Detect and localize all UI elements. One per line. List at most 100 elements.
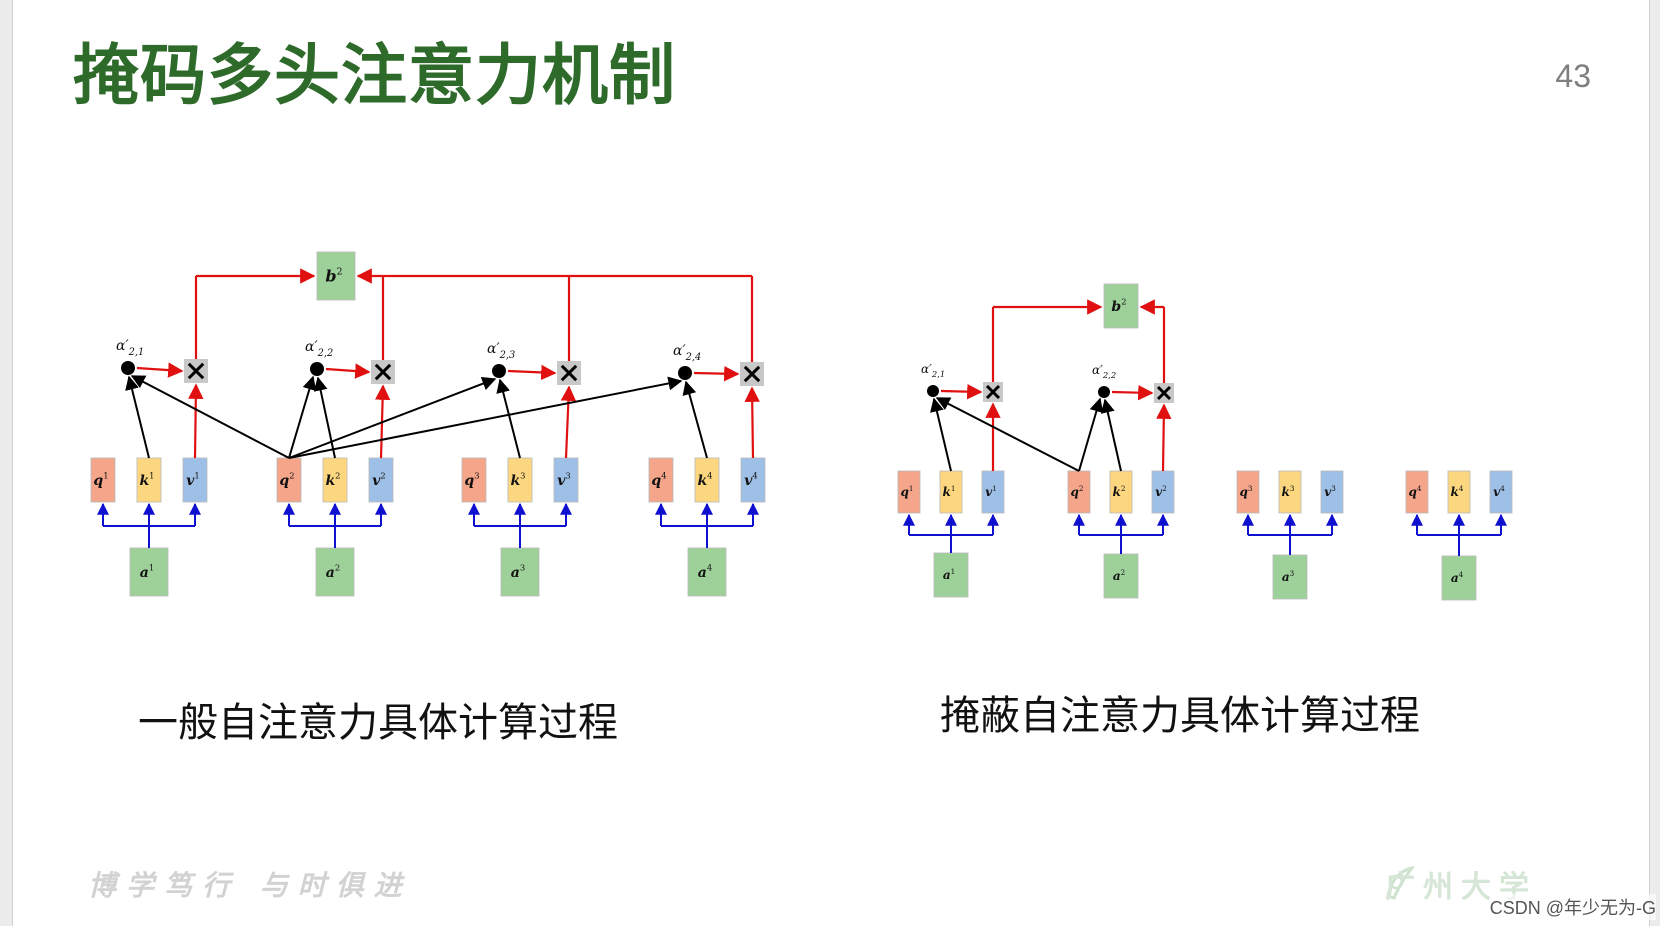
group-1-k-to-alpha	[125, 375, 150, 459]
group-3-v-box: v3	[1320, 470, 1344, 514]
group-1-v-box-rect	[182, 457, 208, 503]
group-3-v-box-label: v3	[1324, 484, 1336, 499]
group-2-q2-to-alpha	[1078, 397, 1104, 472]
group-2-q-box: q2	[1067, 470, 1091, 514]
group-2-v-box-label: v2	[372, 471, 385, 489]
group-3-multiply-box-stroke-b	[560, 364, 578, 382]
group-2-q-box: q2	[276, 457, 302, 503]
group-2-a-box-label: a2	[326, 563, 340, 581]
group-1-q-box-label: q1	[93, 471, 108, 489]
group-2-alpha-to-mult	[1111, 384, 1154, 401]
group-1-q-box: q1	[90, 457, 116, 503]
output-b-box-rect	[1103, 283, 1139, 329]
group-1-q-box: q1	[897, 470, 921, 514]
group-3-k-box-rect	[1278, 470, 1302, 514]
group-1-k-box-label: k1	[139, 471, 154, 489]
group-3-a-box: a3	[1272, 554, 1308, 600]
group-3-a-box-rect	[500, 547, 540, 597]
group-1-alpha-to-mult	[136, 362, 184, 378]
group-2-k-box-label: k2	[1113, 484, 1126, 499]
group-2-alpha-node	[310, 362, 324, 376]
output-b-box: b2	[316, 251, 356, 301]
group-3-q-box-label: q3	[1240, 484, 1253, 499]
group-2-q-box-label: q2	[1071, 484, 1084, 499]
output-b-box: b2	[1103, 283, 1139, 329]
group-3-q-box-rect	[461, 457, 487, 503]
group-2-k-to-alpha	[1100, 398, 1122, 472]
group-2-alpha-label: α′2,2	[1092, 363, 1116, 380]
group-1-alpha-node	[927, 385, 939, 397]
group-2-v-box: v2	[1151, 470, 1175, 514]
group-4-a-box-label: a4	[1451, 570, 1464, 585]
group-2-alpha-to-mult	[325, 363, 371, 379]
group-1-multiply-box-stroke-b	[985, 384, 1001, 400]
group-2-v-box-rect	[368, 457, 394, 503]
group-1-alpha-label: α′2,1	[921, 362, 945, 379]
group-1-q-box-rect	[897, 470, 921, 514]
group-3-q-box-rect	[1236, 470, 1260, 514]
group-1-q-box-label: q1	[901, 484, 914, 499]
group-3-k-box-label: k3	[1282, 484, 1295, 499]
group-2-q-box-label: q2	[279, 471, 294, 489]
group-4-k-box: k4	[1447, 470, 1471, 514]
group-3-q-box: q3	[1236, 470, 1260, 514]
group-1-q-box-rect	[90, 457, 116, 503]
group-4-q-box: q4	[1405, 470, 1429, 514]
group-3-k-to-alpha	[496, 378, 521, 459]
group-1-a-box-rect	[129, 547, 169, 597]
group-1-multiply-box	[184, 359, 208, 383]
group-4-v-box: v4	[1489, 470, 1513, 514]
group-2-v-box: v2	[368, 457, 394, 503]
group-3-v-box-label: v3	[557, 471, 570, 489]
group-3-multiply-box	[557, 361, 581, 385]
group-3-alpha-to-mult	[507, 364, 557, 381]
group-4-v-box-rect	[1489, 470, 1513, 514]
group-1-k-box: k1	[136, 457, 162, 503]
group-4-a-box-rect	[1441, 555, 1477, 601]
group-2-multiply-box	[1154, 383, 1174, 403]
group-4-v-box: v4	[740, 457, 766, 503]
group-4-alpha-to-mult	[693, 365, 740, 382]
group-1-v-to-mult	[188, 383, 204, 459]
group-4-k-box: k4	[694, 457, 720, 503]
group-2-k-box: k2	[322, 457, 348, 503]
group-4-v-to-mult	[744, 386, 760, 459]
group-2-k-to-alpha	[313, 376, 336, 459]
group-3-alpha-label: α′2,3	[487, 341, 515, 361]
caption-masked-attention: 掩蔽自注意力具体计算过程	[940, 693, 1420, 739]
group-2-alpha-label: α′2,2	[305, 339, 333, 359]
group-4-q-box-label: q4	[1409, 484, 1422, 499]
group-3-v-box: v3	[553, 457, 579, 503]
group-1-q2-to-alpha	[935, 397, 1080, 472]
group-4-q-box-rect	[648, 457, 674, 503]
group-2-multiply-box	[371, 360, 395, 384]
group-1-v-box-label: v1	[186, 471, 199, 489]
group-2-k-box-label: k2	[325, 471, 340, 489]
group-2-a-box-rect	[315, 547, 355, 597]
group-3-k-box-label: k3	[510, 471, 525, 489]
group-2-v-to-mult	[1156, 403, 1172, 472]
group-1-k-box-label: k1	[943, 484, 956, 499]
group-4-a-box: a4	[687, 547, 727, 597]
group-4-multiply-box-stroke-b	[743, 365, 761, 383]
caption-general-attention: 一般自注意力具体计算过程	[138, 700, 618, 746]
group-1-q2-to-alpha	[130, 375, 290, 459]
group-4-a-box: a4	[1441, 555, 1477, 601]
group-3-alpha-node	[492, 364, 506, 378]
output-b-box-rect	[316, 251, 356, 301]
group-2-a-box-rect	[1103, 553, 1139, 599]
group-4-alpha-node	[678, 366, 692, 380]
group-2-v-box-label: v2	[1155, 484, 1167, 499]
group-4-q2-to-alpha	[288, 376, 683, 459]
group-3-v-to-mult	[560, 385, 577, 459]
group-1-a-box-label: a1	[943, 567, 955, 582]
group-1-a-box: a1	[129, 547, 169, 597]
group-3-a-box-label: a3	[511, 563, 525, 581]
group-1-v-box: v1	[182, 457, 208, 503]
group-4-q-box-rect	[1405, 470, 1429, 514]
group-1-k-box: k1	[939, 470, 963, 514]
group-1-k-to-alpha	[930, 397, 952, 472]
group-2-multiply-box-stroke-b	[1156, 385, 1172, 401]
output-b-box-label: b2	[1111, 297, 1126, 315]
